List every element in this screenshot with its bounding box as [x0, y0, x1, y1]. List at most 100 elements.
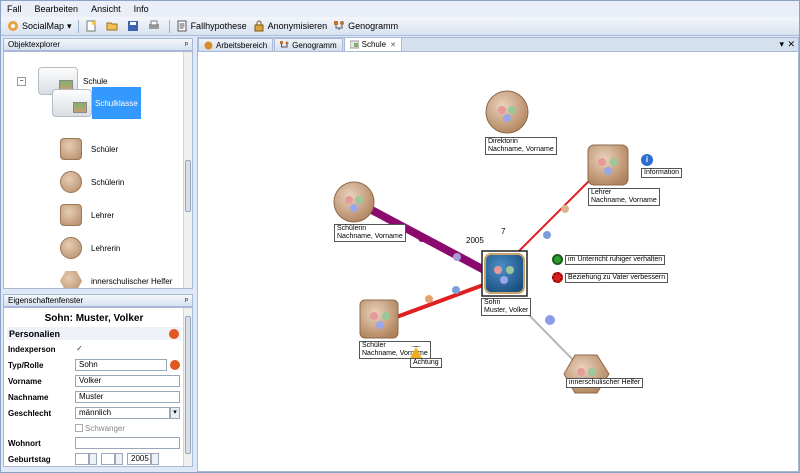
node-schuelerin[interactable]: [333, 181, 375, 223]
tree-item-label: innerschulischer Helfer: [91, 276, 173, 286]
row-geschlecht: Geschlecht männlich ▾: [8, 406, 180, 420]
socialmap-dropdown[interactable]: SocialMap ▾: [4, 18, 75, 34]
geburtstag-day-field[interactable]: [75, 453, 89, 465]
tree-item-label: Schülerin: [91, 177, 125, 187]
fallhypothese-label: Fallhypothese: [190, 21, 247, 31]
menu-bar: Fall Bearbeiten Ansicht Info: [1, 1, 799, 17]
edge-handle[interactable]: [453, 253, 461, 261]
genogramm-label: Genogramm: [348, 21, 399, 31]
tag-vater-verbessern[interactable]: Beziehung zu Vater verbessern: [552, 272, 669, 283]
schwanger-checkbox[interactable]: [75, 424, 83, 432]
tag-label: im Unterricht ruhiger verhalten: [565, 254, 666, 265]
scrollbar-thumb[interactable]: [185, 316, 191, 454]
edge-handle[interactable]: [452, 286, 460, 294]
tab-schule[interactable]: Schule ✕: [343, 37, 402, 51]
geburtstag-month-field[interactable]: [101, 453, 115, 465]
tree-item-helfer[interactable]: innerschulischer Helfer: [60, 271, 173, 288]
tree-item-lehrerin[interactable]: Lehrerin: [60, 237, 120, 259]
node-direktorin[interactable]: [485, 90, 529, 134]
month-spinner[interactable]: [115, 453, 123, 465]
tag-label: Achtung: [410, 358, 442, 368]
row-rolle: Typ/Rolle Sohn: [8, 358, 180, 372]
rolle-field[interactable]: Sohn: [75, 359, 167, 371]
row-schwanger: Schwanger: [8, 421, 180, 435]
pin-icon[interactable]: ᵖ: [184, 296, 188, 305]
expand-icon[interactable]: [169, 328, 179, 339]
tree-item-schuelerin[interactable]: Schülerin: [60, 171, 124, 193]
edge-handle[interactable]: [418, 234, 426, 242]
props-scrollbar[interactable]: [183, 308, 192, 466]
new-file-icon: [86, 20, 96, 32]
toolbar-separator: [77, 19, 79, 33]
tree-item-schueler[interactable]: Schüler: [60, 138, 118, 160]
vorname-field[interactable]: Volker: [75, 375, 180, 387]
new-button[interactable]: [82, 18, 103, 34]
row-indexperson: Indexperson ✓: [8, 342, 180, 356]
toolbar-separator: [168, 19, 170, 33]
explorer-scrollbar[interactable]: [183, 52, 192, 288]
tab-genogramm[interactable]: Genogramm: [274, 38, 343, 51]
chevron-down-icon[interactable]: ▾: [170, 407, 180, 419]
print-button[interactable]: [145, 18, 166, 34]
chevron-down-icon[interactable]: ▾: [779, 39, 784, 49]
collapse-icon[interactable]: −: [17, 76, 26, 86]
tag-label: Beziehung zu Vater verbessern: [565, 272, 669, 283]
node-schueler[interactable]: [359, 299, 399, 339]
add-icon[interactable]: [170, 360, 180, 370]
label-geburtstag: Geburtstag: [8, 454, 51, 464]
node-lehrer[interactable]: [587, 144, 629, 186]
menu-bearbeiten[interactable]: Bearbeiten: [34, 4, 79, 14]
close-icon[interactable]: ✕: [390, 41, 396, 49]
edge-schuelerin-sohn[interactable]: [364, 203, 490, 276]
day-spinner[interactable]: [89, 453, 97, 465]
menu-info[interactable]: Info: [133, 4, 149, 14]
edge-handle[interactable]: [425, 295, 433, 303]
open-button[interactable]: [103, 18, 124, 34]
pin-icon[interactable]: ᵖ: [184, 40, 188, 49]
tab-arbeitsbereich[interactable]: Arbeitsbereich: [198, 38, 274, 51]
props-heading: Sohn: Muster, Volker: [44, 313, 144, 324]
close-icon[interactable]: ✕: [787, 39, 795, 49]
scrollbar-thumb[interactable]: [185, 160, 191, 212]
tab-label: Schule: [361, 40, 387, 49]
edge-sohn-lehrer[interactable]: [507, 176, 594, 263]
section-personalien: Personalien: [7, 327, 181, 340]
menu-ansicht[interactable]: Ansicht: [91, 4, 121, 14]
edge-schueler-sohn[interactable]: [382, 282, 487, 324]
genogramm-button[interactable]: Genogramm: [330, 18, 401, 34]
edge-handle[interactable]: [545, 315, 555, 325]
tree-item-label: Lehrerin: [91, 243, 121, 253]
wohnort-field[interactable]: [75, 437, 180, 449]
edge-handle[interactable]: [543, 231, 551, 239]
hexagon-icon: [60, 271, 82, 288]
save-button[interactable]: [124, 18, 145, 34]
year-spinner[interactable]: [151, 453, 159, 465]
objektexplorer-header: Objektexplorer ᵖ: [3, 38, 193, 51]
person-circle-icon: [60, 171, 82, 193]
node-sohn[interactable]: [481, 250, 528, 297]
objektexplorer-title: Objektexplorer: [8, 40, 61, 49]
anonymisieren-button[interactable]: Anonymisieren: [250, 18, 331, 34]
fallhypothese-button[interactable]: Fallhypothese: [173, 18, 250, 34]
tree-item-lehrer[interactable]: Lehrer: [60, 204, 114, 226]
edge-sohn-helfer[interactable]: [525, 311, 581, 368]
tag-achtung[interactable]: Achtung: [410, 346, 442, 368]
nachname-field[interactable]: Muster: [75, 391, 180, 403]
geschlecht-select[interactable]: männlich: [75, 407, 170, 419]
edge-handle[interactable]: [561, 205, 569, 213]
tree-item-schulklasse[interactable]: Schulklasse: [52, 87, 141, 119]
tree-item-label: Schüler: [91, 144, 119, 154]
section-label: Personalien: [9, 328, 61, 339]
label-geschlecht: Geschlecht: [8, 408, 52, 418]
gear-icon: [552, 272, 563, 283]
geburtstag-year-field[interactable]: 2005: [127, 453, 151, 465]
tag-ruhiger-verhalten[interactable]: im Unterricht ruhiger verhalten: [552, 254, 666, 265]
goal-icon: [552, 254, 563, 265]
socialmap-icon: [8, 21, 18, 31]
tag-information[interactable]: i Information: [641, 154, 683, 178]
indexperson-checkbox[interactable]: ✓: [76, 343, 83, 353]
menu-fall[interactable]: Fall: [7, 4, 22, 14]
